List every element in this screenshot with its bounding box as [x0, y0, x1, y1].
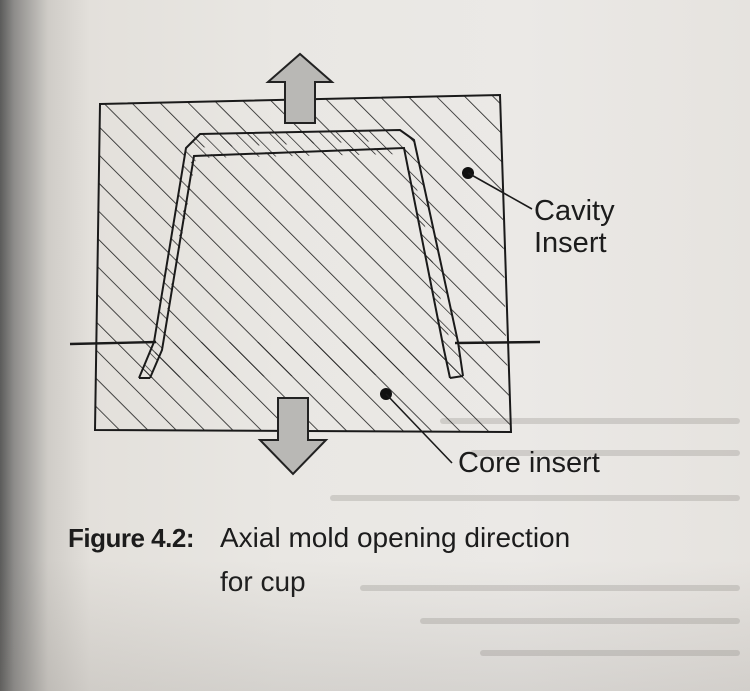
cavity-insert-label: Cavity Insert	[534, 195, 615, 259]
cavity-leader	[462, 167, 533, 210]
cavity-insert-label-line2: Insert	[534, 227, 607, 259]
cavity-insert-label-line1: Cavity	[534, 195, 615, 227]
parting-line-right	[454, 340, 541, 345]
parting-line-left	[69, 340, 157, 346]
cup-rim-right	[449, 375, 464, 379]
arrow-up-icon	[265, 52, 335, 124]
cavity-insert	[97, 95, 506, 344]
core-insert	[95, 147, 511, 432]
mold-block-outline	[93, 93, 513, 434]
arrow-down-icon	[257, 397, 329, 476]
figure-number: Figure 4.2:	[68, 523, 194, 553]
cup-inner-outline	[149, 146, 451, 379]
core-leader	[380, 388, 453, 464]
mold-outlines	[93, 93, 513, 434]
cup-outer-outline	[138, 128, 464, 379]
figure-caption-line1: Axial mold opening direction	[220, 522, 571, 553]
figure-caption-line2: for cup	[220, 566, 306, 597]
parting-line	[69, 340, 541, 346]
core-insert-label: Core insert	[458, 447, 600, 479]
